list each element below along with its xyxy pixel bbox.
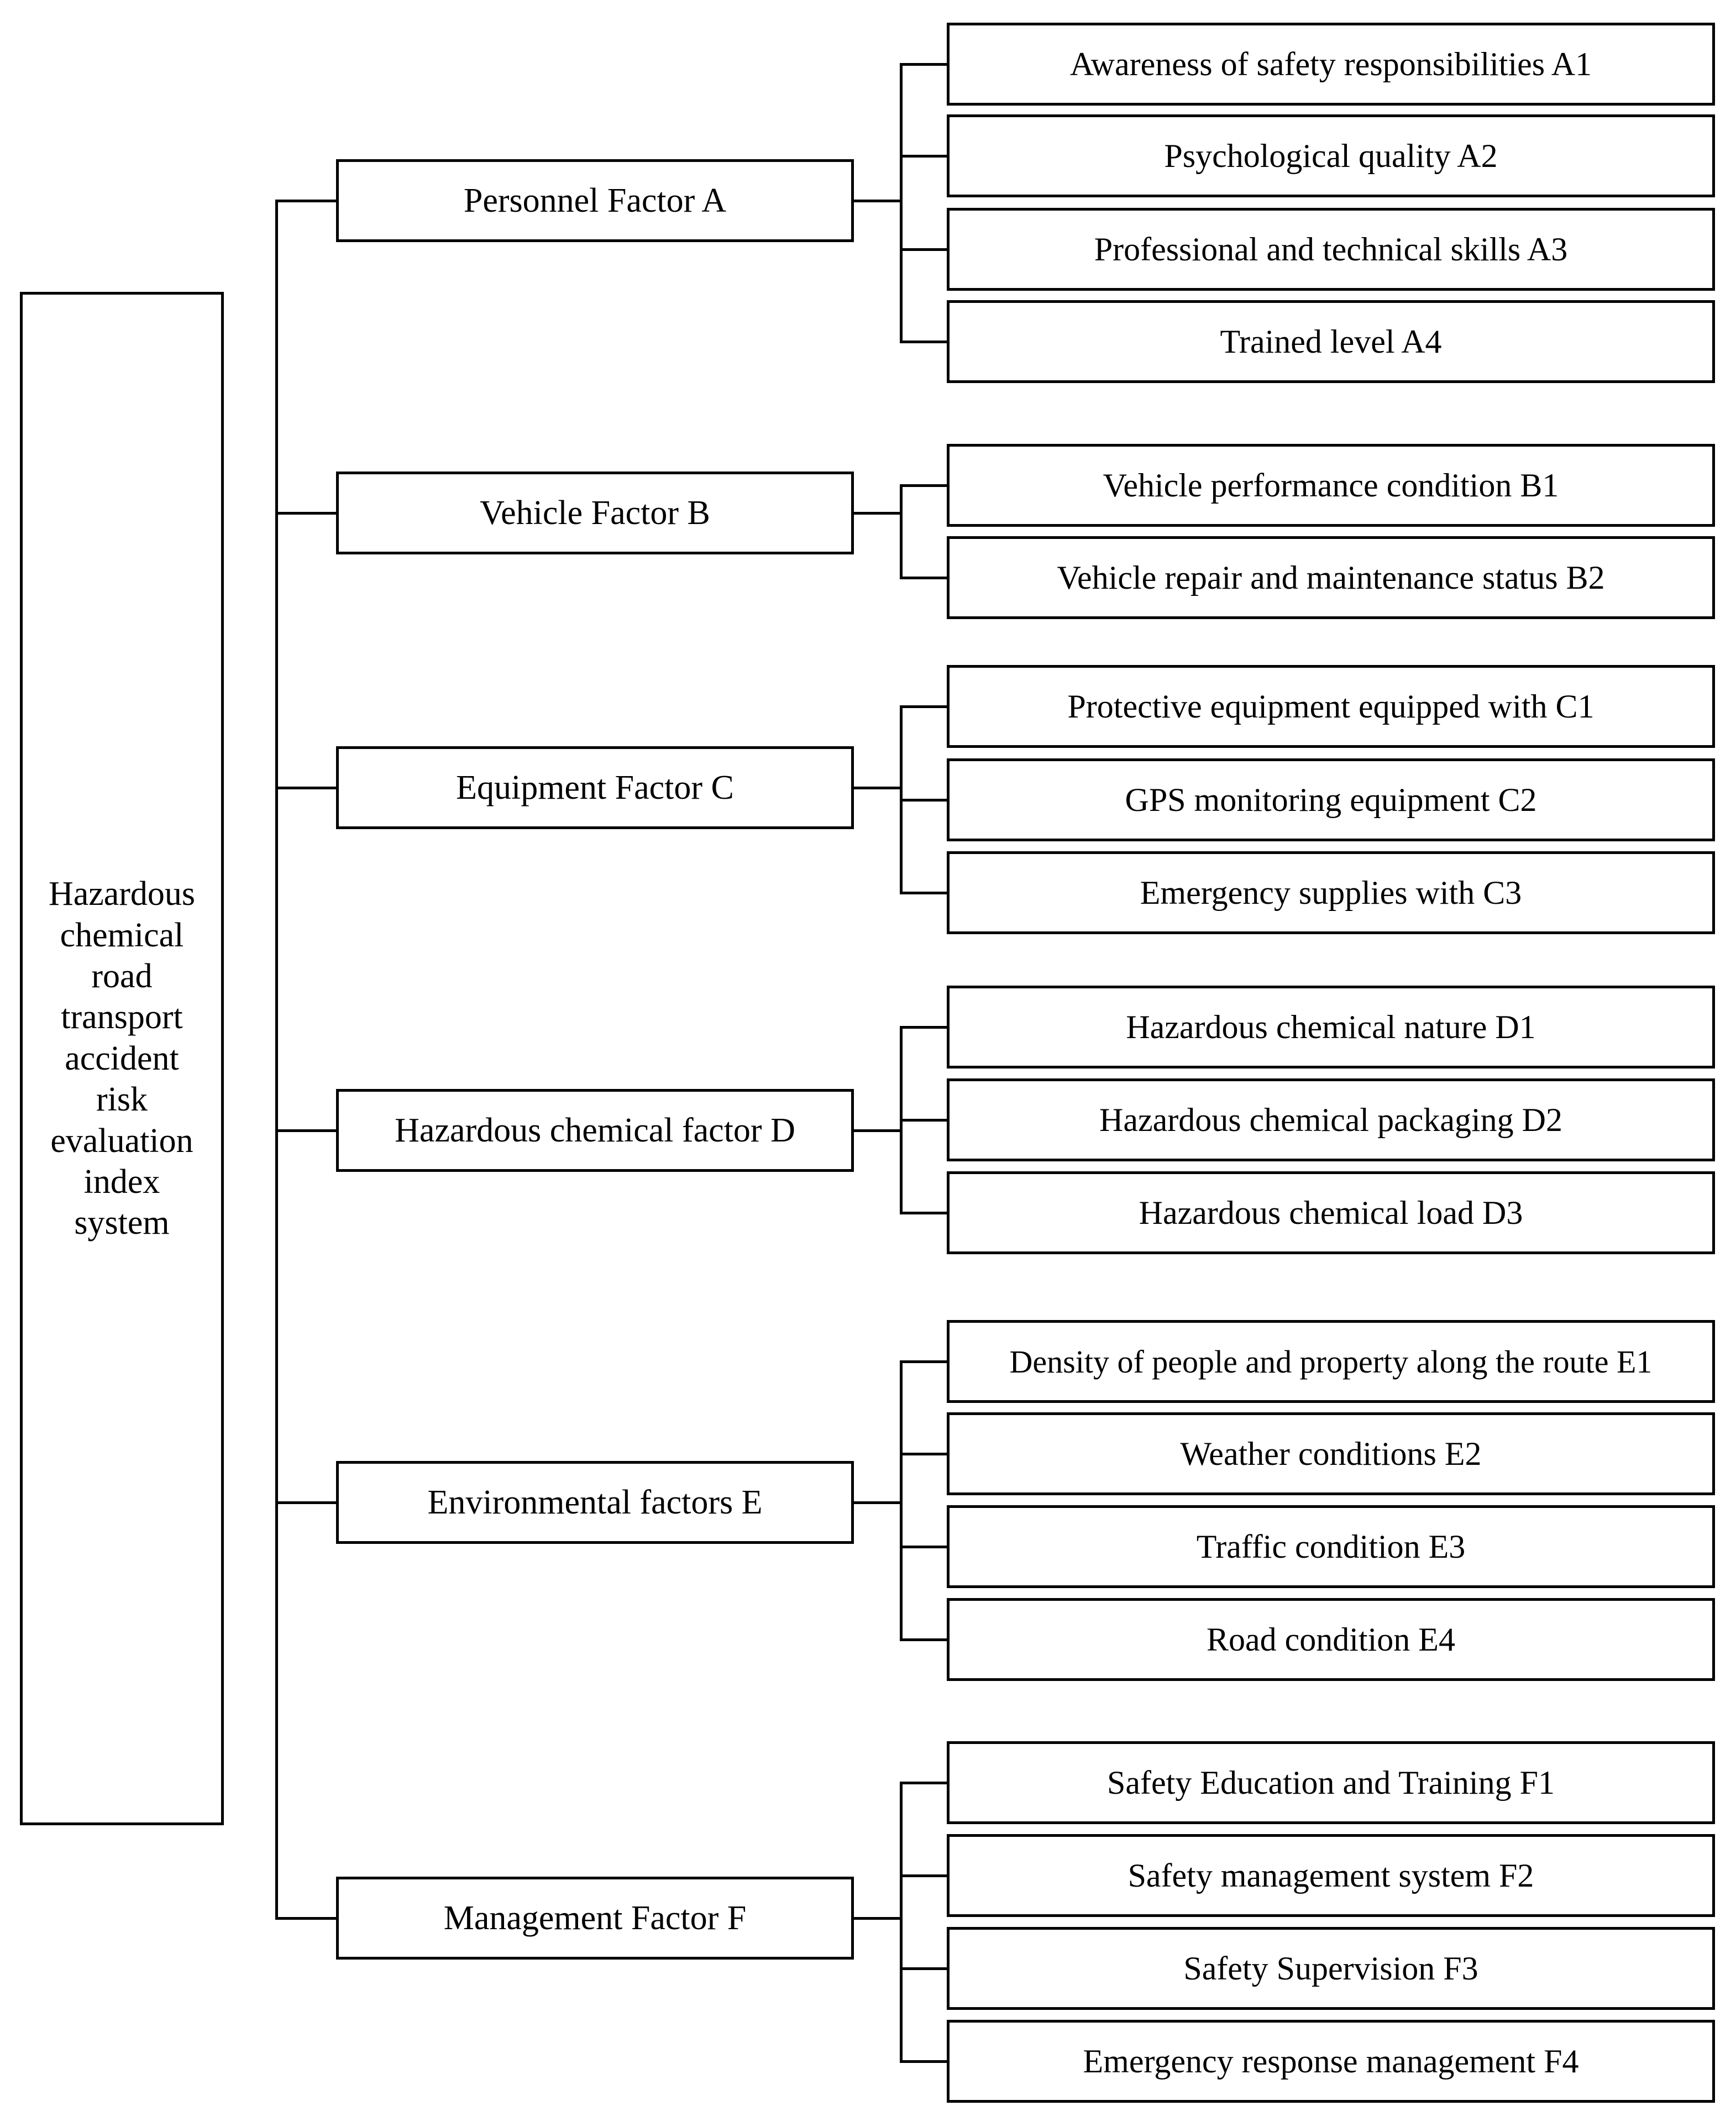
leaf-box-a3[interactable]: Professional and technical skills A3	[947, 208, 1715, 291]
leaf-label-f4: Emergency response management F4	[1083, 2042, 1579, 2080]
connector-f-to-subtrunk	[854, 1917, 903, 1920]
leaf-box-f3[interactable]: Safety Supervision F3	[947, 1927, 1715, 2010]
group-box-c[interactable]: Equipment Factor C	[336, 746, 854, 829]
leaf-label-a2: Psychological quality A2	[1164, 137, 1498, 174]
connector-subtrunk-to-a2	[900, 155, 947, 158]
connector-subtrunk-to-a3	[900, 248, 947, 251]
group-label-b: Vehicle Factor B	[480, 494, 710, 532]
leaf-label-c3: Emergency supplies with C3	[1140, 874, 1522, 911]
leaf-label-b2: Vehicle repair and maintenance status B2	[1057, 559, 1605, 596]
group-label-f: Management Factor F	[443, 1899, 747, 1937]
leaf-label-f3: Safety Supervision F3	[1183, 1950, 1478, 1987]
connector-subtrunk-to-f4	[900, 2060, 947, 2063]
leaf-box-d3[interactable]: Hazardous chemical load D3	[947, 1171, 1715, 1254]
group-label-e: Environmental factors E	[427, 1483, 763, 1521]
connector-d-to-subtrunk	[854, 1129, 903, 1132]
connector-trunk-to-e	[275, 1501, 336, 1504]
leaf-label-e4: Road condition E4	[1207, 1621, 1455, 1658]
leaf-box-f1[interactable]: Safety Education and Training F1	[947, 1741, 1715, 1824]
leaf-label-d1: Hazardous chemical nature D1	[1126, 1008, 1536, 1045]
leaf-label-f1: Safety Education and Training F1	[1107, 1764, 1555, 1801]
connector-subtrunk-to-e1	[900, 1360, 947, 1363]
connector-subtrunk-to-a4	[900, 341, 947, 343]
leaf-box-e1[interactable]: Density of people and property along the…	[947, 1320, 1715, 1403]
leaf-box-d2[interactable]: Hazardous chemical packaging D2	[947, 1078, 1715, 1161]
leaf-label-d2: Hazardous chemical packaging D2	[1099, 1101, 1562, 1138]
group-label-c: Equipment Factor C	[456, 768, 734, 806]
connector-subtrunk-to-d3	[900, 1212, 947, 1214]
leaf-box-c1[interactable]: Protective equipment equipped with C1	[947, 665, 1715, 748]
leaf-label-c2: GPS monitoring equipment C2	[1125, 781, 1537, 818]
group-box-e[interactable]: Environmental factors E	[336, 1461, 854, 1544]
connector-subtrunk-to-d2	[900, 1119, 947, 1122]
connector-trunk-to-d	[275, 1129, 336, 1132]
subtrunk-line-b	[900, 485, 903, 578]
leaf-box-a1[interactable]: Awareness of safety responsibilities A1	[947, 23, 1715, 106]
leaf-label-a4: Trained level A4	[1220, 323, 1442, 360]
leaf-box-a2[interactable]: Psychological quality A2	[947, 114, 1715, 197]
group-box-f[interactable]: Management Factor F	[336, 1877, 854, 1960]
leaf-box-d1[interactable]: Hazardous chemical nature D1	[947, 986, 1715, 1069]
group-box-d[interactable]: Hazardous chemical factor D	[336, 1089, 854, 1172]
connector-subtrunk-to-e3	[900, 1546, 947, 1548]
connector-b-to-subtrunk	[854, 512, 903, 515]
leaf-label-e2: Weather conditions E2	[1180, 1435, 1482, 1472]
leaf-box-f2[interactable]: Safety management system F2	[947, 1834, 1715, 1917]
connector-subtrunk-to-d1	[900, 1026, 947, 1029]
group-box-a[interactable]: Personnel Factor A	[336, 159, 854, 242]
leaf-box-e3[interactable]: Traffic condition E3	[947, 1505, 1715, 1588]
main-trunk-line	[275, 201, 278, 1918]
connector-subtrunk-to-a1	[900, 63, 947, 66]
connector-c-to-subtrunk	[854, 787, 903, 789]
subtrunk-line-f	[900, 1783, 903, 2061]
leaf-label-f2: Safety management system F2	[1127, 1857, 1534, 1894]
subtrunk-line-e	[900, 1361, 903, 1640]
connector-subtrunk-to-f3	[900, 1967, 947, 1970]
connector-subtrunk-to-b1	[900, 484, 947, 487]
leaf-label-a1: Awareness of safety responsibilities A1	[1069, 45, 1592, 82]
connector-a-to-subtrunk	[854, 200, 903, 202]
connector-e-to-subtrunk	[854, 1501, 903, 1504]
connector-trunk-to-a	[275, 200, 336, 202]
root-label: Hazardous chemical road transport accide…	[48, 875, 196, 1242]
connector-trunk-to-c	[275, 787, 336, 789]
leaf-label-e1: Density of people and property along the…	[1009, 1343, 1653, 1380]
connector-subtrunk-to-b2	[900, 577, 947, 579]
group-label-a: Personnel Factor A	[463, 181, 727, 219]
connector-subtrunk-to-c1	[900, 705, 947, 708]
leaf-label-b1: Vehicle performance condition B1	[1103, 467, 1559, 504]
leaf-label-a3: Professional and technical skills A3	[1094, 231, 1568, 268]
connector-subtrunk-to-f2	[900, 1874, 947, 1877]
group-box-b[interactable]: Vehicle Factor B	[336, 472, 854, 554]
leaf-box-c2[interactable]: GPS monitoring equipment C2	[947, 758, 1715, 841]
leaf-box-c3[interactable]: Emergency supplies with C3	[947, 851, 1715, 934]
leaf-label-c1: Protective equipment equipped with C1	[1067, 688, 1595, 725]
connector-subtrunk-to-f1	[900, 1782, 947, 1784]
subtrunk-line-a	[900, 64, 903, 342]
leaf-box-b2[interactable]: Vehicle repair and maintenance status B2	[947, 536, 1715, 619]
leaf-box-b1[interactable]: Vehicle performance condition B1	[947, 444, 1715, 527]
group-label-d: Hazardous chemical factor D	[395, 1111, 795, 1149]
leaf-label-e3: Traffic condition E3	[1196, 1528, 1466, 1565]
leaf-box-e4[interactable]: Road condition E4	[947, 1598, 1715, 1681]
leaf-box-f4[interactable]: Emergency response management F4	[947, 2020, 1715, 2103]
leaf-label-d3: Hazardous chemical load D3	[1139, 1194, 1523, 1231]
leaf-box-a4[interactable]: Trained level A4	[947, 300, 1715, 383]
connector-subtrunk-to-e2	[900, 1453, 947, 1455]
connector-subtrunk-to-e4	[900, 1638, 947, 1641]
connector-trunk-to-b	[275, 512, 336, 515]
root-box: Hazardous chemical road transport accide…	[20, 292, 224, 1825]
connector-subtrunk-to-c2	[900, 799, 947, 802]
leaf-box-e2[interactable]: Weather conditions E2	[947, 1412, 1715, 1495]
connector-subtrunk-to-c3	[900, 892, 947, 894]
connector-trunk-to-f	[275, 1917, 336, 1920]
